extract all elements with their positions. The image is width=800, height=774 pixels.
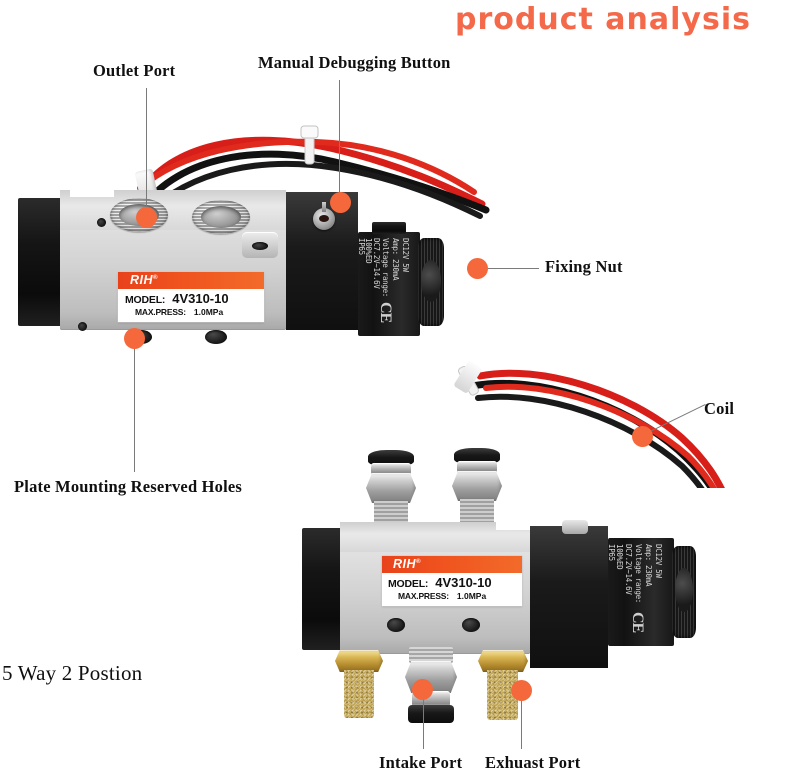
top-fitting-left — [362, 450, 420, 525]
outlet-port-2 — [192, 200, 250, 234]
marker-dot-intake-port — [412, 679, 433, 700]
coil-spec-line-6: IP65 — [358, 238, 366, 255]
upper-valve-assembly: DC12V 5W Amp: 230mA Voltage range: DC7.2… — [0, 110, 520, 360]
marker-dot-coil — [632, 426, 653, 447]
marker-dot-fixing-nut — [467, 258, 488, 279]
coil-spec-line-2: Amp: 230mA — [391, 238, 400, 281]
upper-valve-left-endcap — [18, 198, 64, 326]
ce-mark: CE — [377, 302, 394, 323]
lower-valve-assembly: DC12V 5W Amp: 230mA Voltage range: DC7.2… — [300, 350, 800, 750]
leader-line-exhaust-port — [521, 694, 523, 749]
lower-coil-spec-line-5: 100%ED — [615, 544, 624, 570]
plate-mounting-hole-2 — [205, 330, 227, 344]
leader-line-manual-debugging-button — [339, 80, 341, 200]
leader-line-fixing-nut — [487, 268, 539, 270]
lower-valve-top-notch — [496, 520, 530, 530]
lower-pressure-value: 1.0MPa — [456, 591, 487, 601]
fixing-nut-center — [421, 260, 441, 302]
coil-spec-line-1: DC12V 5W — [401, 238, 410, 272]
lower-plate-mounting-hole-2 — [462, 618, 480, 632]
upper-valve-coil-neck — [372, 222, 406, 234]
lower-coil-spec-line-4: DC7.2V~14.6V — [624, 544, 633, 595]
model-key: MODEL: — [125, 294, 166, 306]
callout-label-outlet-port: Outlet Port — [93, 61, 176, 80]
upper-valve-side-hole-2 — [78, 322, 87, 331]
upper-valve-pilot-boss — [242, 232, 278, 258]
spec-note-5way2position: 5 Way 2 Postion — [2, 661, 143, 685]
lower-coil-spec-line-6: IP65 — [608, 544, 616, 561]
upper-valve-coil: DC12V 5W Amp: 230mA Voltage range: DC7.2… — [358, 232, 420, 336]
manual-debugging-button[interactable] — [313, 208, 335, 230]
top-fitting-right — [448, 448, 506, 525]
coil-spec-line-4: DC7.2V~14.6V — [372, 238, 381, 289]
lower-model-value: 4V310-10 — [435, 575, 492, 590]
brand-name: RIH® — [130, 273, 159, 288]
coil-spec-line-3: Voltage range: — [381, 238, 390, 298]
upper-valve-top-notch — [70, 188, 114, 197]
lower-valve-coil: DC12V 5W Amp: 230mA Voltage range: DC7.2… — [608, 538, 674, 646]
lower-sticker-model-row: MODEL: 4V310-10 — [388, 575, 522, 590]
callout-label-coil: Coil — [704, 399, 735, 418]
callout-label-manual-debugging-button: Manual Debugging Button — [258, 53, 451, 72]
pressure-key: MAX.PRESS: — [135, 307, 186, 317]
upper-valve-side-hole-1 — [97, 218, 106, 227]
marker-dot-plate-mounting-holes — [124, 328, 145, 349]
leader-line-intake-port — [423, 692, 425, 749]
marker-dot-outlet-port — [136, 207, 157, 228]
lower-sticker-brand-bar: RIH® — [382, 556, 522, 573]
callout-label-fixing-nut: Fixing Nut — [545, 257, 623, 276]
sticker-model-row: MODEL: 4V310-10 — [125, 291, 264, 306]
leader-line-outlet-port — [146, 88, 148, 216]
lower-valve-right-block — [530, 526, 608, 668]
lower-coil-spec-line-1: DC12V 5W — [654, 544, 663, 578]
lower-coil-spec-line-2: Amp: 230mA — [644, 544, 653, 587]
manual-button-stem — [322, 202, 326, 212]
lower-valve-pilot-boss — [562, 520, 588, 534]
pressure-value: 1.0MPa — [193, 307, 224, 317]
lower-ce-mark: CE — [629, 612, 646, 633]
marker-dot-manual-debugging-button — [330, 192, 351, 213]
lower-pressure-key: MAX.PRESS: — [398, 591, 449, 601]
callout-label-plate-mounting-holes: Plate Mounting Reserved Holes — [14, 477, 243, 496]
upper-valve-wires — [134, 125, 490, 219]
sticker-pressure-row: MAX.PRESS: 1.0MPa — [135, 307, 264, 317]
lower-fixing-nut-center — [675, 568, 693, 612]
lower-model-key: MODEL: — [388, 578, 429, 590]
sticker-brand-bar: RIH® — [118, 272, 264, 289]
lower-coil-spec-line-3: Voltage range: — [634, 544, 643, 604]
marker-dot-exhaust-port — [511, 680, 532, 701]
lower-valve-left-endcap — [302, 528, 344, 650]
upper-valve-spec-sticker: RIH® MODEL: 4V310-10 MAX.PRESS: 1.0MPa — [118, 272, 264, 322]
lower-plate-mounting-hole-1 — [387, 618, 405, 632]
page-title: product analysis — [455, 2, 751, 37]
lower-brand-name: RIH® — [393, 557, 422, 572]
lower-valve-spec-sticker: RIH® MODEL: 4V310-10 MAX.PRESS: 1.0MPa — [382, 556, 522, 606]
leader-line-plate-mounting-holes — [134, 348, 136, 472]
callout-label-exhaust-port: Exhuast Port — [485, 753, 581, 772]
lower-sticker-pressure-row: MAX.PRESS: 1.0MPa — [398, 591, 522, 601]
model-value: 4V310-10 — [172, 291, 229, 306]
exhaust-silencer-left — [335, 650, 383, 720]
callout-label-intake-port: Intake Port — [379, 753, 463, 772]
